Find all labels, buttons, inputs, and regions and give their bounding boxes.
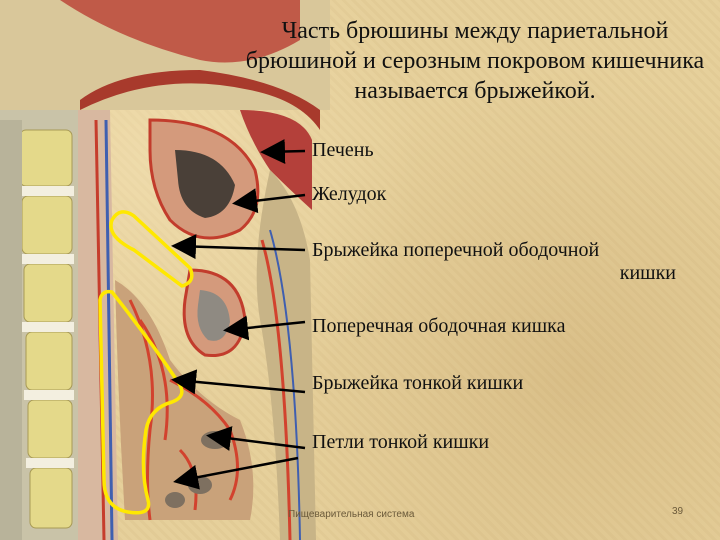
label-small-intestine-loops: Петли тонкой кишки: [312, 431, 489, 454]
label-liver: Печень: [312, 139, 374, 162]
slide-title: Часть брюшины между париетальной брюшино…: [240, 16, 710, 106]
label-small-intestine-mesentery: Брыжейка тонкой кишки: [312, 372, 523, 395]
label-stomach: Желудок: [312, 183, 386, 206]
footer-text: Пищеварительная система: [288, 509, 414, 520]
label-transverse-colon: Поперечная ободочная кишка: [312, 315, 565, 338]
label-transverse-mesocolon-line1: Брыжейка поперечной ободочной: [312, 239, 599, 261]
label-transverse-mesocolon-line2: кишки: [312, 262, 676, 285]
page-number: 39: [672, 506, 683, 517]
label-transverse-mesocolon: Брыжейка поперечной ободочной кишки: [312, 239, 676, 285]
